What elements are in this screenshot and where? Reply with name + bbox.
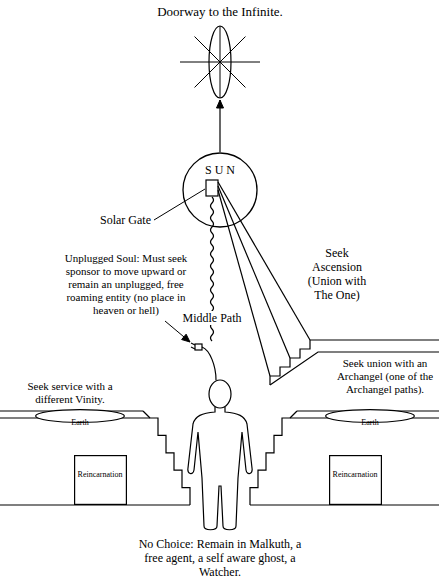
ascension-line <box>218 186 290 358</box>
pointer-arrowhead <box>182 334 190 342</box>
note-text: Seek union with an Archangel (one of the… <box>336 357 434 396</box>
door-outline <box>329 456 381 505</box>
earth-oval: Earth <box>35 409 125 423</box>
note-text: Seek service with a different Vinity. <box>18 380 122 406</box>
plug-cord <box>202 347 216 380</box>
sun-circle: S U N <box>182 152 258 228</box>
reincarnation-door: Reincarnation <box>74 455 127 505</box>
doorway-ray <box>195 37 220 62</box>
door-text: Reincarnation <box>333 469 378 480</box>
path-label: Middle Path <box>181 311 244 325</box>
doorway-ray <box>220 37 245 62</box>
reincarnation-door-outline <box>329 455 382 505</box>
plug-head <box>195 344 202 350</box>
earth-text: Earth <box>71 418 88 428</box>
reincarnation-door: Reincarnation <box>329 455 382 505</box>
doorway-ray <box>220 62 221 98</box>
earth-text: Earth <box>361 418 378 428</box>
edge-connector <box>217 100 224 152</box>
doorway-ray <box>220 62 245 87</box>
doorway-ray <box>180 62 220 63</box>
callout-label: Solar Gate <box>100 213 151 227</box>
doorway-node: Doorway to the Infinite. <box>140 2 300 100</box>
doorway-title: Doorway to the Infinite. <box>157 4 283 20</box>
arrowhead <box>217 100 224 108</box>
doorway-ray <box>220 62 260 63</box>
leader-line <box>154 189 205 220</box>
stair-steps <box>250 418 290 505</box>
caption-note: No Choice: Remain in Malkuth, a free age… <box>134 537 306 579</box>
line-art <box>0 180 439 530</box>
note-text: Unplugged Soul: Must seek sponsor to mov… <box>62 252 190 317</box>
plug-prong <box>191 347 195 349</box>
note-text: Seek Ascension (Union with The One) <box>304 246 370 302</box>
figure-head <box>209 380 231 408</box>
earth-oval: Earth <box>325 409 415 423</box>
figure-body <box>188 407 252 530</box>
right-staircase <box>250 411 439 505</box>
platform-edge <box>143 411 150 418</box>
reincarnation-door-outline <box>74 455 127 505</box>
sun-text: S U N <box>205 163 235 178</box>
platform-edge <box>290 411 297 418</box>
solar-gate-square <box>206 180 218 196</box>
sun-outline <box>183 153 257 227</box>
left-staircase <box>0 411 190 505</box>
doorway-ray <box>195 62 220 87</box>
plug-prong <box>191 343 195 345</box>
stair-steps <box>150 418 190 505</box>
doorway-ray <box>220 26 221 62</box>
door-outline <box>74 456 126 505</box>
door-text: Reincarnation <box>78 469 123 480</box>
